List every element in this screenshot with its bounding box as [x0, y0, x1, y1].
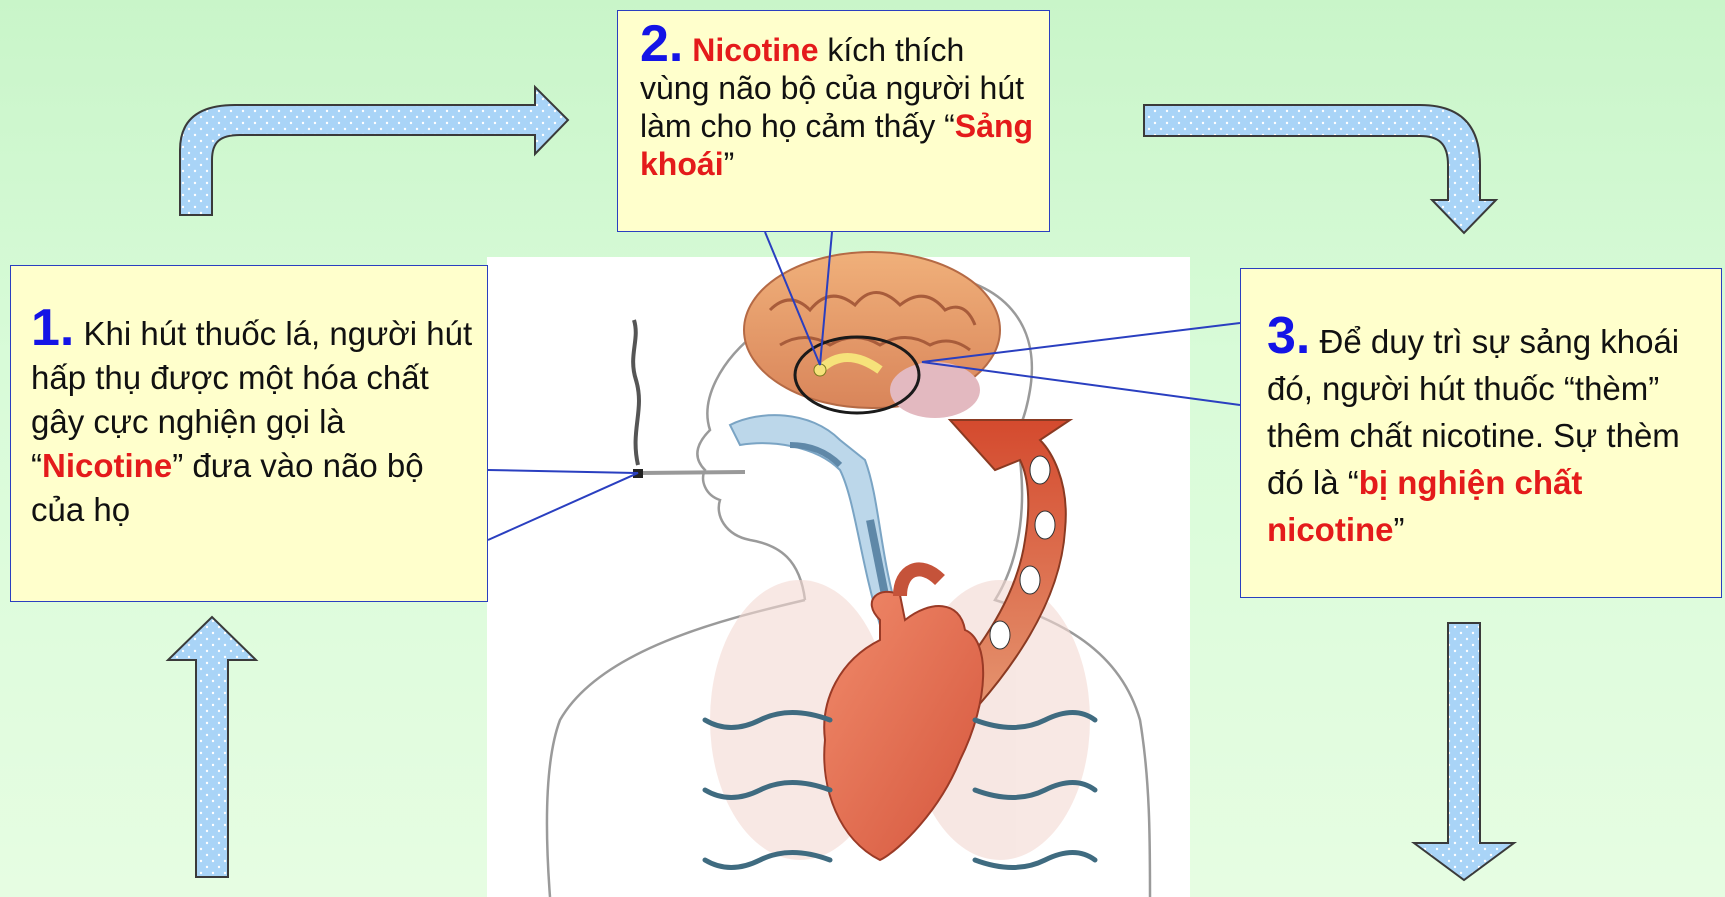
arrow-up-left	[168, 617, 256, 877]
step-2-callout: 2. Nicotine kích thích vùng não bộ của n…	[617, 10, 1050, 232]
step-2-number: 2.	[640, 15, 683, 73]
step-1-callout: 1. Khi hút thuốc lá, người hút hấp thụ đ…	[10, 265, 488, 602]
arrow-down-right	[1414, 623, 1514, 880]
step-2-highlight-a: Nicotine	[692, 32, 818, 68]
step-1-highlight: Nicotine	[42, 447, 172, 484]
step-1-number: 1.	[31, 299, 74, 357]
step-3-callout: 3. Để duy trì sự sảng khoái đó, người hú…	[1240, 268, 1722, 598]
step-3-number: 3.	[1267, 307, 1310, 365]
arrow-curve-top-left	[180, 87, 568, 215]
step-2-text-b: ”	[724, 146, 735, 182]
arrow-curve-top-right	[1144, 105, 1496, 233]
step-3-text-b: ”	[1394, 511, 1405, 548]
